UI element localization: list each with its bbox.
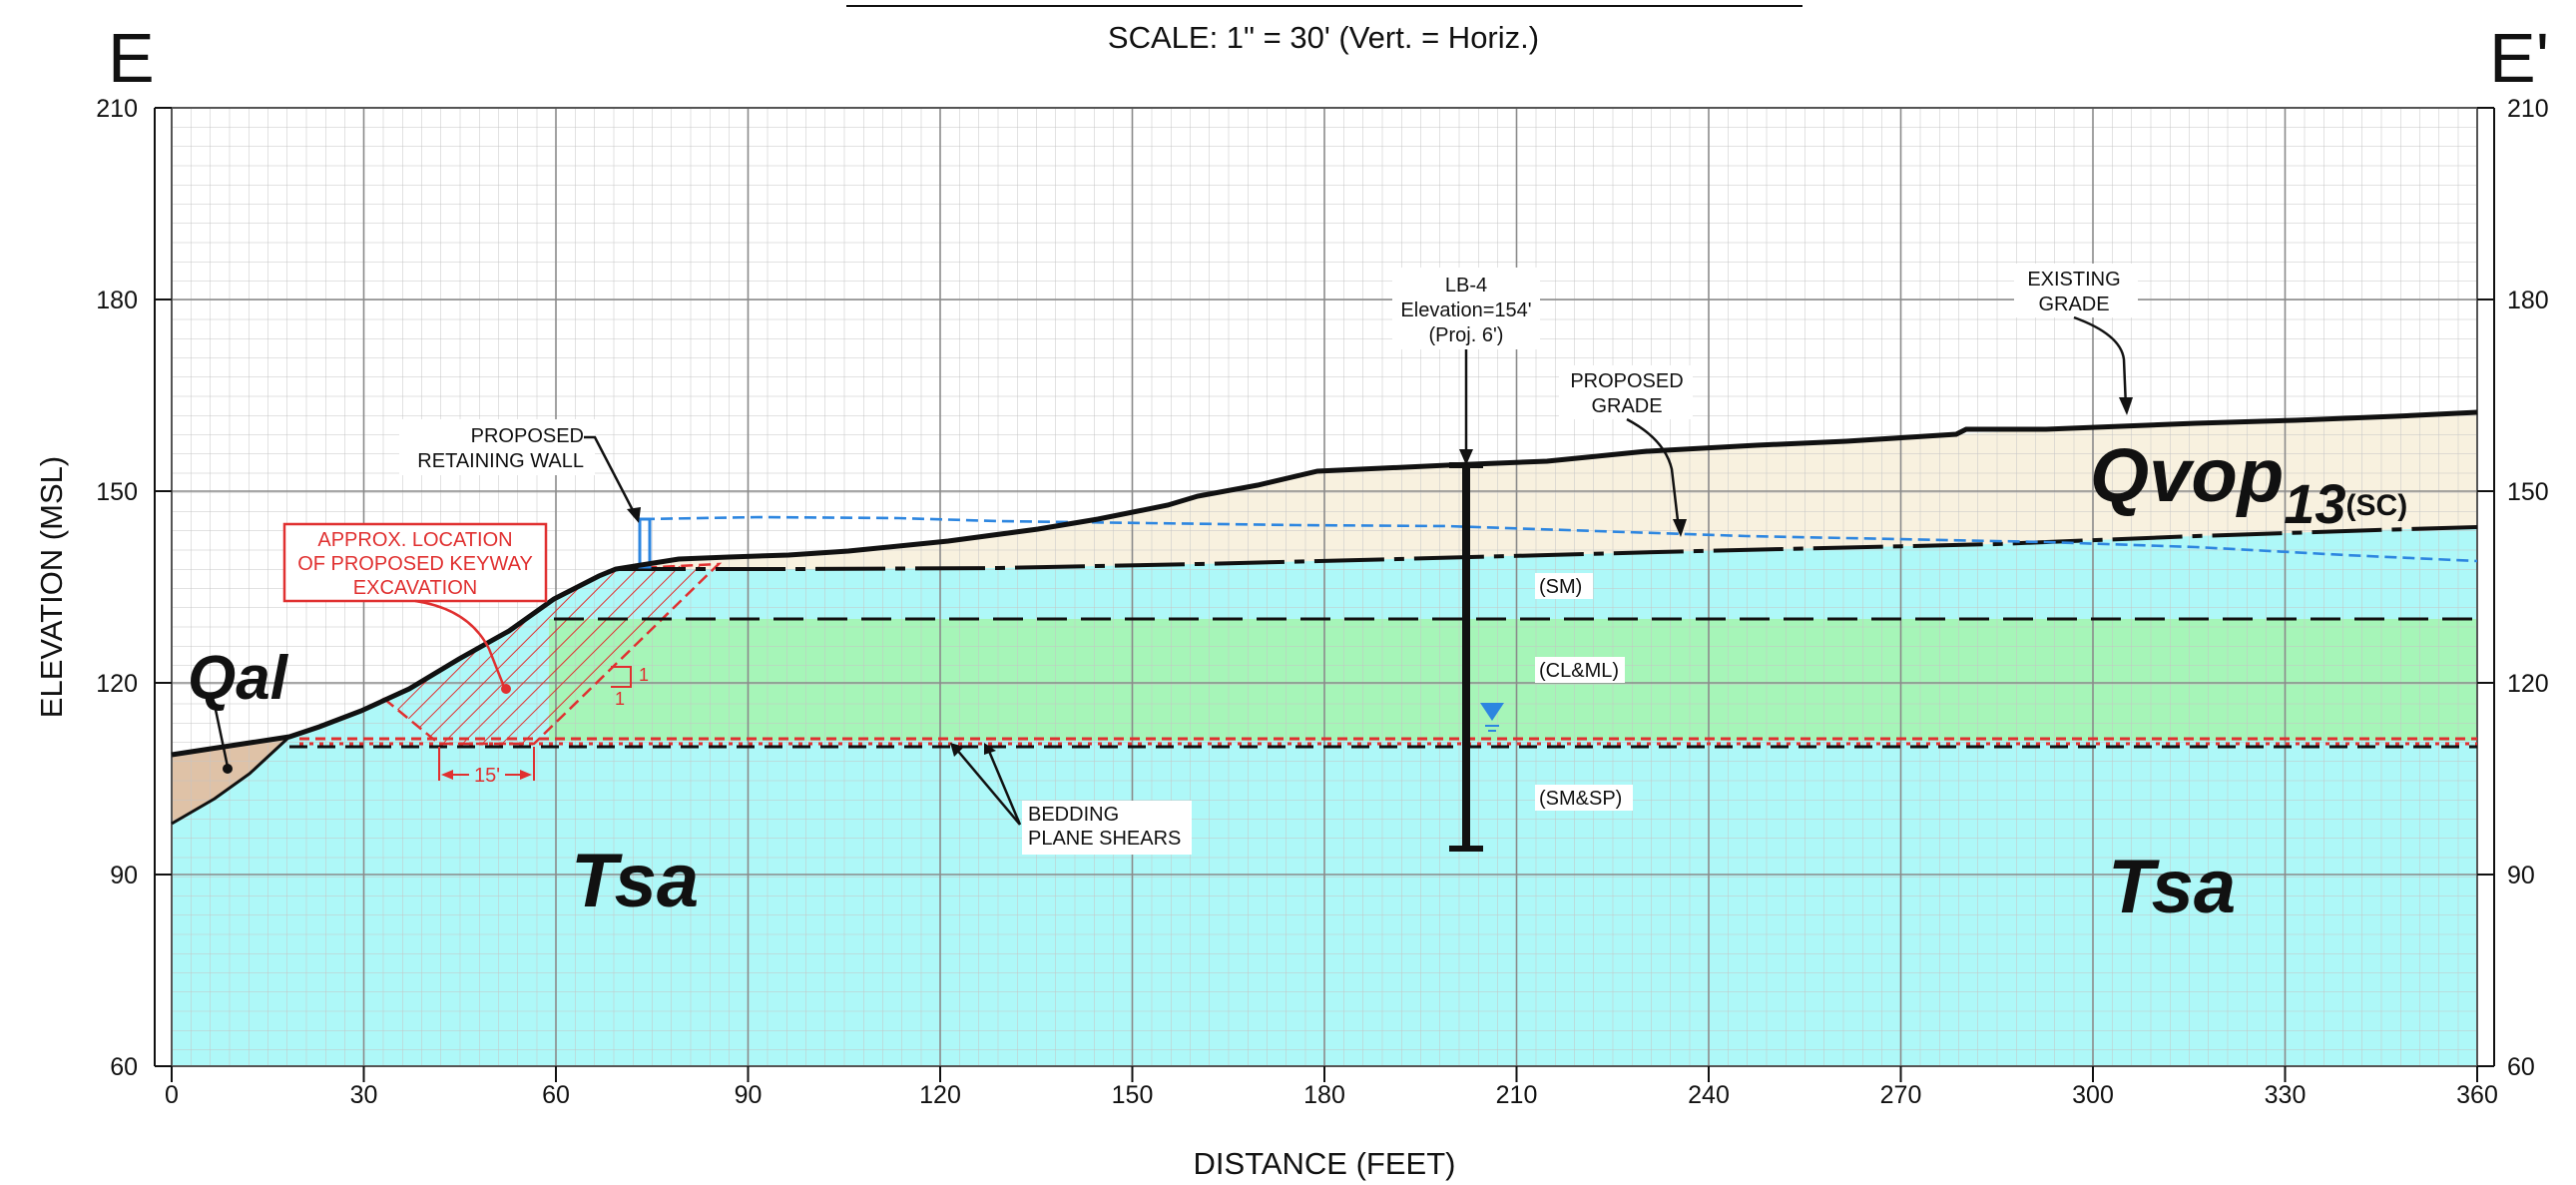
x-tick-330: 330 xyxy=(2265,1081,2307,1109)
existing-grade-line xyxy=(171,409,2478,758)
y-tick-right-150: 150 xyxy=(2507,478,2549,506)
y-tick-left-180: 180 xyxy=(96,287,138,314)
proposed-retaining-wall xyxy=(638,517,652,569)
qal-callout-dot xyxy=(223,764,233,774)
proposed-grade-line xyxy=(642,515,2478,563)
retaining-wall-label-2: RETAINING WALL xyxy=(417,450,584,472)
retaining-wall-label-1: PROPOSED xyxy=(471,425,584,447)
y-tick-right-120: 120 xyxy=(2507,670,2549,698)
y-tick-right-210: 210 xyxy=(2507,95,2549,123)
slope-ratio-marker xyxy=(611,666,632,688)
proposed-grade-callout: PROPOSED GRADE xyxy=(1559,365,1693,537)
proposed-grade-label-2: GRADE xyxy=(1591,395,1662,417)
existing-grade-label-1: EXISTING xyxy=(2027,269,2120,291)
qvop-suffix: (SC) xyxy=(2346,489,2408,522)
qvop-tsa-contact xyxy=(616,525,2478,571)
existing-grade-callout: EXISTING GRADE xyxy=(2014,264,2138,415)
slope-rise: 1 xyxy=(639,665,649,685)
bedding-label-1: BEDDING xyxy=(1028,804,1119,826)
boring-lb4: LB-4 Elevation=154' (Proj. 6') xyxy=(1392,268,1540,852)
x-tick-270: 270 xyxy=(1880,1081,1922,1109)
boring-id: LB-4 xyxy=(1445,275,1487,296)
unit-label-smsp: (SM&SP) xyxy=(1539,788,1622,810)
x-tick-60: 60 xyxy=(542,1081,570,1109)
geo-label-qvop: Qvop13(SC) xyxy=(2090,433,2407,535)
y-tick-right-60: 60 xyxy=(2507,1053,2535,1081)
x-axis-label: DISTANCE (FEET) xyxy=(1194,1146,1456,1181)
x-tick-0: 0 xyxy=(165,1081,179,1109)
keyway-callout-dot xyxy=(501,684,511,694)
y-tick-right-180: 180 xyxy=(2507,287,2549,314)
y-tick-left-120: 120 xyxy=(96,670,138,698)
scale-note: SCALE: 1" = 30' (Vert. = Horiz.) xyxy=(1108,20,1539,55)
keyway-width-label: 15' xyxy=(474,765,500,787)
y-tick-left-60: 60 xyxy=(110,1053,138,1081)
x-axis: 0 30 60 90 120 150 180 210 240 270 300 3… xyxy=(165,1066,2498,1181)
y-tick-left-150: 150 xyxy=(96,478,138,506)
retaining-wall-callout: PROPOSED RETAINING WALL xyxy=(399,419,641,523)
x-tick-360: 360 xyxy=(2456,1081,2498,1109)
x-tick-150: 150 xyxy=(1112,1081,1154,1109)
qvop-main: Qvop xyxy=(2090,433,2284,518)
boring-projection: (Proj. 6') xyxy=(1429,324,1504,346)
qal-tsa-contact xyxy=(171,735,291,826)
x-tick-300: 300 xyxy=(2072,1081,2114,1109)
boring-elevation: Elevation=154' xyxy=(1400,299,1531,321)
unit-labels: (SM) (CL&ML) (SM&SP) xyxy=(1535,573,1633,811)
x-tick-240: 240 xyxy=(1688,1081,1730,1109)
geo-label-tsa-right: Tsa xyxy=(2108,845,2236,929)
proposed-grade-label-1: PROPOSED xyxy=(1570,370,1683,392)
x-tick-30: 30 xyxy=(350,1081,378,1109)
geo-label-tsa-left: Tsa xyxy=(571,839,699,923)
keyway-label-box xyxy=(282,522,548,603)
x-tick-120: 120 xyxy=(919,1081,961,1109)
keyway-callout: APPROX. LOCATION OF PROPOSED KEYWAY EXCA… xyxy=(282,522,649,787)
qvop-subscript: 13 xyxy=(2284,472,2345,535)
unit-label-sm: (SM) xyxy=(1539,576,1582,598)
geologic-contacts xyxy=(171,525,2478,826)
section-label-left: E xyxy=(108,19,155,97)
y-tick-left-90: 90 xyxy=(110,862,138,889)
x-tick-210: 210 xyxy=(1496,1081,1538,1109)
y-axis-right: 210 180 150 120 90 60 xyxy=(2477,95,2549,1081)
y-tick-left-210: 210 xyxy=(96,95,138,123)
y-axis-left: 210 180 150 120 90 60 ELEVATION (MSL) xyxy=(34,95,172,1081)
y-axis-label: ELEVATION (MSL) xyxy=(34,456,69,718)
x-tick-90: 90 xyxy=(735,1081,763,1109)
groundwater-marker-icon xyxy=(1480,703,1504,721)
unit-label-clml: (CL&ML) xyxy=(1539,660,1619,682)
geologic-formation-labels: Qal Tsa Tsa Qvop13(SC) xyxy=(188,433,2407,929)
x-tick-180: 180 xyxy=(1303,1081,1345,1109)
geo-label-qal: Qal xyxy=(188,644,289,713)
section-label-right: E' xyxy=(2489,19,2549,97)
keyway-label-1: APPROX. LOCATION xyxy=(317,529,512,551)
bedding-plane-callout: BEDDING PLANE SHEARS xyxy=(950,743,1192,855)
keyway-label-2: OF PROPOSED KEYWAY xyxy=(297,553,533,575)
slope-run: 1 xyxy=(615,689,625,709)
keyway-label-3: EXCAVATION xyxy=(353,577,477,599)
keyway-width-dimension: 15' xyxy=(438,747,535,787)
y-tick-right-90: 90 xyxy=(2507,862,2535,889)
bedding-label-2: PLANE SHEARS xyxy=(1028,828,1181,850)
existing-grade-label-2: GRADE xyxy=(2038,294,2109,315)
